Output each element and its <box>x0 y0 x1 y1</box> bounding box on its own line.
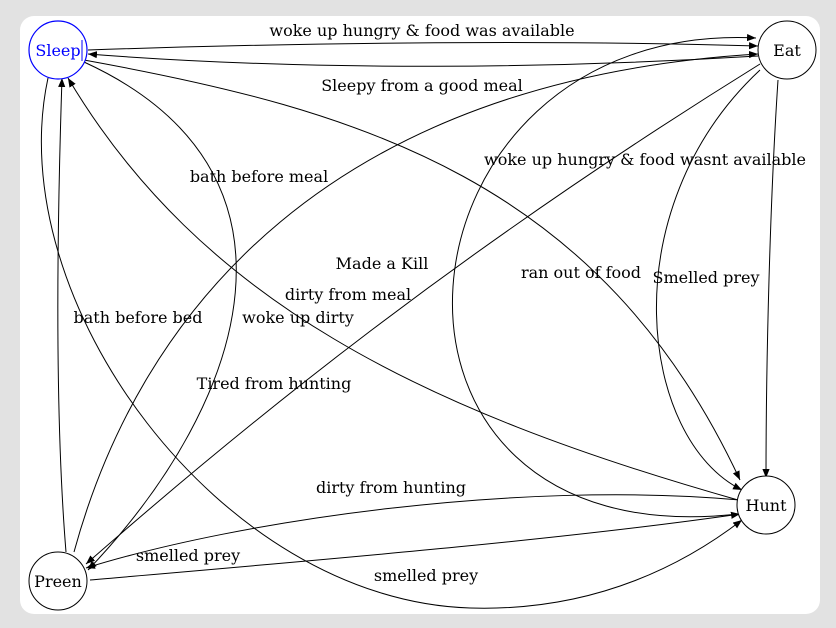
edge-preen-eat[interactable] <box>73 50 759 553</box>
diagram-canvas <box>20 16 820 614</box>
edge-hunt-eat[interactable] <box>452 33 757 518</box>
edge-label-preen-sleep: bath before bed <box>73 308 202 327</box>
edge-eat-preen[interactable] <box>85 63 761 565</box>
edge-label-eat-hunt-smelled: Smelled prey <box>652 268 759 287</box>
node-eat[interactable]: Eat <box>757 20 817 80</box>
edge-eat-hunt-ran-out[interactable] <box>656 69 761 491</box>
edge-hunt-sleep[interactable] <box>67 77 739 501</box>
edge-label-sleep-eat-available: woke up hungry & food was available <box>269 21 574 40</box>
edge-label-preen-eat: bath before meal <box>190 167 328 186</box>
edge-sleep-hunt[interactable] <box>83 59 741 481</box>
node-preen[interactable]: Preen <box>28 551 88 611</box>
edge-hunt-preen[interactable] <box>85 494 741 569</box>
edge-label-sleep-preen: woke up dirty <box>242 308 354 327</box>
node-sleep[interactable]: Sleep <box>28 20 88 80</box>
node-eat-label: Eat <box>773 41 801 60</box>
edge-label-preen-hunt: smelled prey <box>136 546 240 565</box>
edge-label-hunt-preen: dirty from hunting <box>316 478 466 497</box>
edge-label-eat-preen: dirty from meal <box>285 285 411 304</box>
edge-preen-hunt[interactable] <box>89 511 741 581</box>
edge-label-hunt-eat: Made a Kill <box>336 254 429 273</box>
edge-label-sleep-hunt-bottom: smelled prey <box>374 566 478 585</box>
edge-preen-sleep[interactable] <box>57 77 67 553</box>
edge-label-sleep-hunt: woke up hungry & food wasnt available <box>484 150 806 169</box>
edge-label-eat-sleep: Sleepy from a good meal <box>321 76 523 95</box>
node-sleep-label: Sleep <box>35 41 80 60</box>
node-preen-label: Preen <box>34 572 82 591</box>
node-hunt[interactable]: Hunt <box>736 475 796 535</box>
edge-label-hunt-sleep: Tired from hunting <box>197 374 352 393</box>
edge-label-eat-hunt-ran-out: ran out of food <box>521 263 641 282</box>
edge-sleep-eat-available[interactable] <box>87 42 759 51</box>
edge-eat-sleep[interactable] <box>87 51 759 67</box>
edge-eat-hunt-smelled[interactable] <box>762 79 779 479</box>
node-hunt-label: Hunt <box>746 496 788 515</box>
edge-sleep-hunt-bottom[interactable] <box>40 77 743 609</box>
edge-sleep-preen[interactable] <box>83 61 237 571</box>
